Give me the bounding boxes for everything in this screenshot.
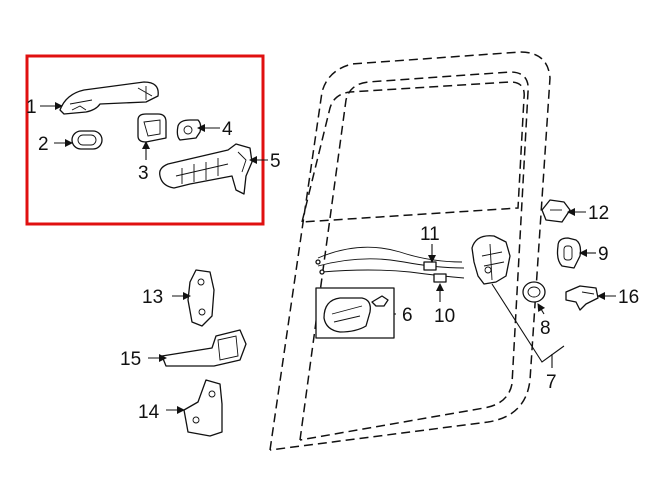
- lock-switch-part: [565, 285, 599, 311]
- outside-handle-part: [59, 81, 159, 115]
- callout-5: 5: [270, 151, 281, 172]
- callout-6: 6: [402, 305, 413, 326]
- striker-part: [541, 199, 571, 223]
- door-outline: [269, 51, 551, 451]
- callout-12: 12: [588, 203, 609, 224]
- handle-frame-part: [159, 143, 253, 195]
- highlight-box: [25, 54, 265, 226]
- callout-8: 8: [540, 318, 551, 339]
- grommet-part: [522, 281, 546, 303]
- lower-hinge-part: [183, 379, 223, 437]
- upper-hinge-part: [187, 269, 215, 327]
- callout-labels: 1 2 3 4 5 6 7 8 9 10 11 12 13 14 15 16: [26, 97, 639, 423]
- handle-pad-part: [71, 130, 103, 150]
- door-lock-part: [471, 235, 511, 285]
- callout-9: 9: [598, 244, 609, 265]
- callout-13: 13: [142, 287, 163, 308]
- handle-cover-part: [137, 113, 167, 143]
- callout-2: 2: [38, 134, 49, 155]
- door-check-part: [161, 329, 247, 367]
- cylinder-pad-part: [176, 119, 202, 141]
- callout-3: 3: [138, 163, 149, 184]
- callout-7: 7: [546, 372, 557, 393]
- inside-handle-part: [315, 287, 395, 339]
- callout-16: 16: [618, 287, 639, 308]
- callout-1: 1: [26, 97, 37, 118]
- cable-parts: [315, 246, 465, 283]
- leader-lines: [40, 102, 616, 414]
- callout-14: 14: [138, 402, 160, 423]
- callout-15: 15: [120, 349, 141, 370]
- callout-10: 10: [434, 306, 455, 327]
- striker-cover-part: [556, 237, 582, 269]
- callout-11: 11: [420, 224, 440, 245]
- callout-4: 4: [222, 119, 233, 140]
